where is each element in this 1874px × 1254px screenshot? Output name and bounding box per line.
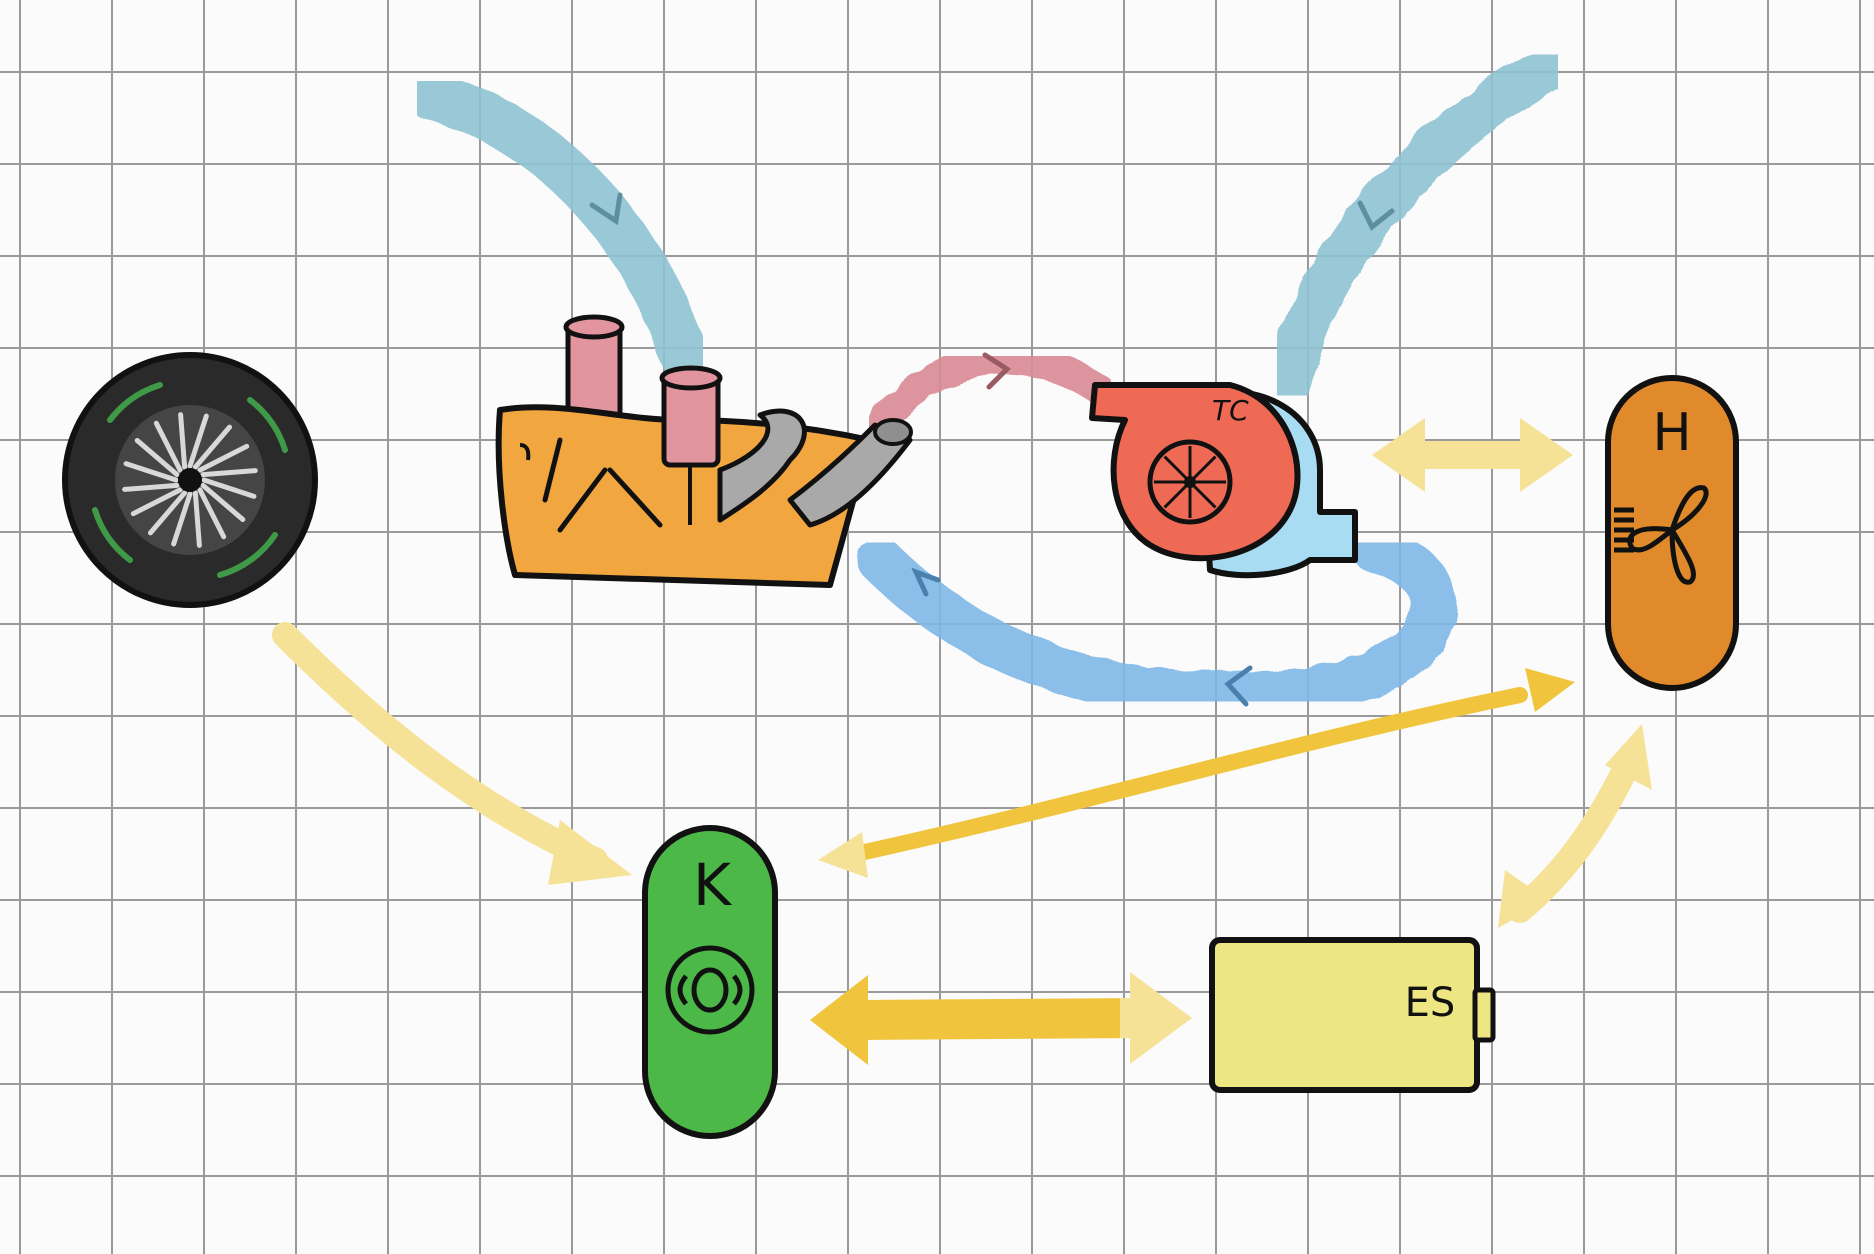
energy-store-side-double-arrow-head-icon [1130, 972, 1192, 1064]
wheel-spoke [200, 482, 246, 523]
turbine-blade [1163, 455, 1192, 484]
intake-air-to-engine-flow [406, 71, 714, 399]
compressor-intake-chevron-icon [1357, 200, 1395, 231]
wheel-spoke [192, 424, 233, 470]
compressed-air-chevron-icon [1224, 665, 1253, 707]
battery-terminal [1472, 987, 1496, 1043]
exhaust-flow-chevron-icon [982, 352, 1011, 390]
wheel-spoke [201, 477, 257, 499]
intake-trumpet-right [659, 365, 723, 525]
turbo-side-arrow-head-icon [1372, 418, 1425, 492]
intake-flow-chevron-icon [589, 192, 623, 226]
mgu-k-unit [642, 825, 778, 1139]
mgu-h-icon: H [1605, 375, 1739, 691]
turbocharger-label: TC [1212, 394, 1249, 427]
mgu-h-lower-arrow-head-icon [1605, 724, 1652, 790]
mgu-k-label: K [693, 851, 733, 919]
flows [272, 47, 1652, 1065]
wheel-spoke [192, 490, 202, 548]
energy-store-label: ES [1405, 980, 1456, 1026]
turbine-wheel-icon [1147, 439, 1233, 525]
wheel-spoke [134, 437, 180, 478]
fan-icon [1614, 485, 1709, 585]
wheel-spoke [171, 491, 193, 547]
mgu-h-label: H [1652, 403, 1691, 463]
turbine-blade [1188, 455, 1217, 484]
mgu-k-side-double-arrow-head-icon [810, 975, 868, 1065]
wheel-spoke [130, 487, 183, 517]
intake-air-to-compressor-flow [1267, 47, 1568, 403]
exhaust-manifold [717, 408, 913, 528]
battery-icon: ES [1209, 937, 1496, 1093]
exhaust-to-turbine-flow [865, 344, 1115, 440]
wheel-icon [62, 352, 318, 608]
wheel-spoke [197, 487, 227, 540]
turbocharger-icon: TC [1089, 382, 1358, 579]
wheel-spoke [147, 490, 188, 536]
mgu-h-end-arrow-head-icon [1525, 668, 1575, 712]
mgu-k-to-mgu-h-energy-flow [852, 687, 1528, 861]
mgu-h-energy-store-energy-flow [1507, 747, 1643, 923]
wheel-spoke [187, 413, 209, 469]
wheel-spoke [153, 420, 183, 473]
mgu-k-end-arrow-head-icon [818, 832, 868, 878]
wheel-rim-spokes [122, 412, 258, 548]
engine-icon [495, 314, 913, 588]
wheel-spoke [200, 468, 258, 478]
wheel-spoke [178, 412, 188, 470]
intake-trumpet-left [563, 314, 625, 428]
compressed-air-to-engine-flow [857, 527, 1457, 717]
energy-store-side-arrow-head-icon [1498, 870, 1548, 928]
turbine-blade [1163, 480, 1192, 509]
wheel-spoke [197, 443, 250, 473]
wheel-spoke [122, 482, 180, 492]
coil-icon [665, 945, 755, 1035]
wheel-to-mgu-k-arrow-head-icon [548, 820, 632, 885]
mgu-k-energy-store-energy-flow [859, 998, 1141, 1040]
wheel-to-mgu-k-energy-flow [272, 622, 608, 873]
turbine-blade [1188, 480, 1217, 509]
compressed-air-chevron-icon-2 [911, 567, 941, 597]
wheel-spoke [123, 461, 179, 483]
mgu-k-icon: K [642, 825, 778, 1139]
mgu-h-side-arrow-head-icon [1520, 418, 1573, 492]
